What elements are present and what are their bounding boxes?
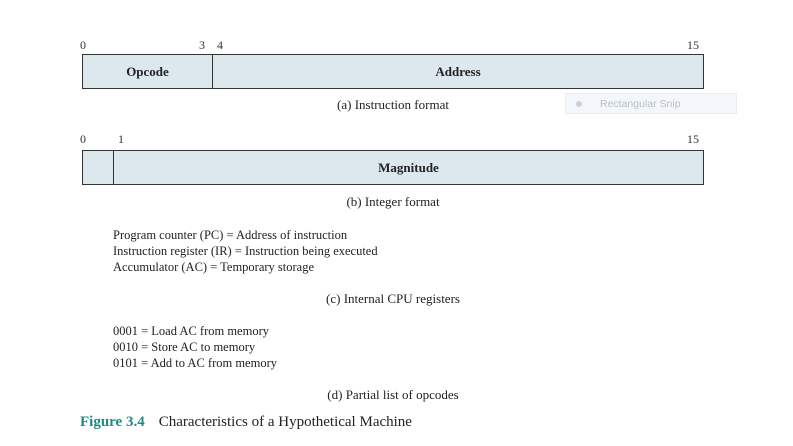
snip-mode-icon	[576, 100, 582, 107]
figure-caption: Figure 3.4 Characteristics of a Hypothet…	[80, 413, 412, 431]
magnitude-field: Magnitude	[113, 151, 703, 184]
figure-title: Characteristics of a Hypothetical Machin…	[158, 414, 412, 430]
bit-label-15: 15	[687, 38, 699, 52]
bit-label-0: 0	[80, 132, 86, 146]
instruction-format-box: Opcode Address	[82, 54, 704, 89]
register-line-ac: Accumulator (AC) = Temporary storage	[113, 260, 315, 274]
register-line-ir: Instruction register (IR) = Instruction …	[113, 244, 378, 258]
caption-opcodes: (d) Partial list of opcodes	[327, 387, 459, 402]
sign-bit-field	[83, 151, 113, 184]
bit-label-0: 0	[80, 38, 86, 52]
caption-cpu-registers: (c) Internal CPU registers	[326, 291, 460, 306]
bit-label-4: 4	[217, 38, 223, 52]
figure-label: Figure 3.4	[80, 414, 145, 430]
bit-label-15: 15	[687, 132, 699, 146]
address-field: Address	[212, 55, 703, 88]
snip-mode-label: Rectangular Snip	[600, 97, 681, 110]
caption-integer-format: (b) Integer format	[346, 194, 440, 209]
register-line-pc: Program counter (PC) = Address of instru…	[113, 228, 348, 242]
opcode-line-store: 0010 = Store AC to memory	[113, 340, 256, 354]
bit-label-1: 1	[118, 132, 124, 146]
caption-instruction-format: (a) Instruction format	[337, 97, 449, 112]
opcode-line-load: 0001 = Load AC from memory	[113, 324, 269, 338]
opcode-list: 0001 = Load AC from memory 0010 = Store …	[113, 323, 277, 371]
opcode-line-add: 0101 = Add to AC from memory	[113, 356, 277, 370]
register-list: Program counter (PC) = Address of instru…	[113, 227, 378, 275]
integer-format-box: Magnitude	[82, 150, 704, 185]
opcode-field: Opcode	[126, 63, 169, 79]
bit-label-3: 3	[199, 38, 205, 52]
rectangular-snip-tooltip[interactable]: Rectangular Snip	[565, 93, 737, 114]
